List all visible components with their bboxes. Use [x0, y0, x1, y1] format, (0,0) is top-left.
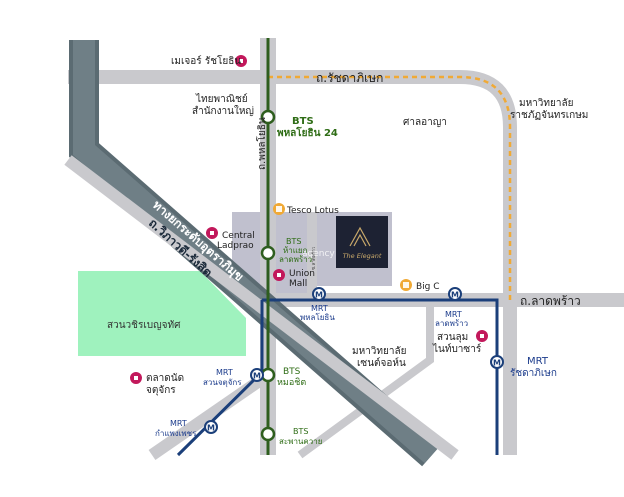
bts-label: BTS — [286, 237, 301, 246]
mrt-icon-letter: M — [207, 424, 215, 433]
mrt-icon-letter: M — [315, 291, 323, 300]
place-label-university-east: ราชภัฏจันทรเกษม — [510, 110, 588, 121]
mrt-label: MRT — [216, 368, 233, 377]
mrt-label: MRT — [527, 356, 549, 367]
place-label-uni-south: มหาวิทยาลัย — [352, 346, 406, 357]
mrt-label: MRT — [445, 310, 462, 319]
mall-pin-icon — [130, 372, 142, 384]
park-area — [78, 271, 246, 356]
place-label-uni-south: เซนต์จอห์น — [357, 357, 406, 369]
place-label-court: ศาลอาญา — [403, 117, 447, 128]
project-logo-text: The Elegant — [343, 252, 382, 260]
bts-label: พหลโยธิน 24 — [277, 126, 338, 139]
place-label-thai-bank: สำนักงานใหญ่ — [192, 105, 254, 117]
shop-pin-icon — [273, 203, 285, 215]
bts-station-ha-yaek[interactable] — [260, 245, 276, 261]
mrt-label: กำแพงเพชร — [155, 429, 197, 438]
place-label-union: Union — [289, 269, 315, 279]
place-label-market: จตุจักร — [146, 385, 176, 396]
place-label-park: สวนวชิรเบญจทัศ — [107, 320, 181, 331]
bts-label: BTS — [293, 427, 308, 436]
mrt-label: ลาดพร้าว — [435, 319, 468, 328]
mall-pin-icon — [476, 330, 488, 342]
bts-station-phahon-yothin-24[interactable] — [260, 109, 276, 125]
project-logo-box[interactable] — [336, 216, 388, 268]
mall-pin-icon — [273, 269, 285, 281]
mrt-station-kamphaeng-phet[interactable]: M — [204, 420, 218, 434]
place-label-thai-bank: ไทยพาณิชย์ — [195, 93, 248, 105]
lower-road — [297, 300, 434, 459]
mrt-station-lat-phrao[interactable]: M — [448, 287, 462, 301]
mrt-station-ratchadaphisek[interactable]: M — [490, 355, 504, 369]
mrt-icon-letter: M — [253, 372, 261, 381]
bts-label: BTS — [292, 116, 314, 127]
place-label-union: Mall — [289, 279, 307, 289]
place-label-central: Central — [222, 231, 255, 241]
place-label-central: Ladprao — [217, 241, 254, 251]
road-label-phahon-yothin: ถ.พหลโยธิน — [255, 117, 268, 170]
bts-label: สะพานควาย — [279, 437, 322, 446]
mrt-label: สวนจตุจักร — [203, 378, 242, 387]
place-label-chatuchak-park: สวนลุม — [437, 332, 468, 343]
mrt-label: MRT — [311, 304, 328, 313]
bts-label: ห้าแยก — [283, 246, 308, 255]
road-label-ratchadaphisek: ถ.รัชดาภิเษก — [316, 71, 383, 85]
shop-pin-icon — [400, 279, 412, 291]
bts-label: หมอชิต — [277, 377, 306, 388]
mrt-label: รัชดาภิเษก — [510, 368, 557, 379]
project-logo-icon — [349, 226, 371, 247]
place-label-chatuchak-park: ไนท์บาซาร์ — [432, 343, 482, 355]
bts-station-saphan-khwai[interactable] — [260, 426, 276, 442]
place-label-tesco: Tesco Lotus — [286, 206, 339, 216]
mrt-label: พหลโยธิน — [300, 312, 335, 322]
place-label-bigc: Big C — [416, 282, 440, 292]
bts-label: ลาดพร้าว — [279, 255, 312, 264]
mrt-icon-letter: M — [451, 291, 459, 300]
ratchadaphisek-road — [68, 70, 517, 455]
mrt-icon-letter: M — [493, 359, 501, 368]
place-label-university-east: มหาวิทยาลัย — [519, 98, 573, 109]
mrt-station-chatuchak[interactable]: M — [250, 368, 264, 382]
mall-pin-icon — [235, 55, 247, 67]
mrt-label: MRT — [170, 419, 187, 428]
kamphaeng-phet-road — [148, 370, 272, 460]
mrt-station-phahon-yothin[interactable]: M — [312, 287, 326, 301]
road-label-soi: ซ.ลาดพร้าว — [311, 246, 317, 270]
bts-label: BTS — [283, 367, 301, 377]
road-label-lat-phrao: ถ.ลาดพร้าว — [520, 294, 581, 308]
mrt-blue-line — [262, 298, 499, 455]
place-label-major: เมเจอร์ รัชโยธิน — [171, 54, 241, 67]
agency-watermark: agency — [302, 249, 335, 259]
place-label-market: ตลาดนัด — [146, 373, 184, 384]
mall-pin-icon — [206, 227, 218, 239]
